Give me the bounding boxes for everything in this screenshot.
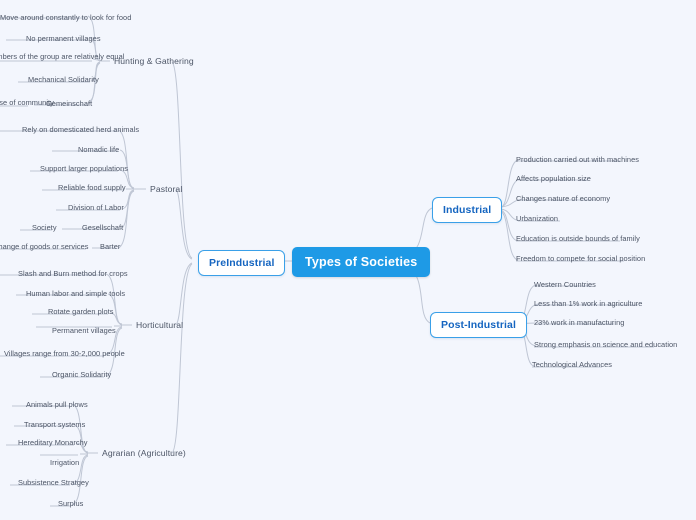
leaf-item[interactable]: Barter: [100, 242, 121, 251]
branch-node-preindustrial[interactable]: PreIndustrial: [198, 250, 286, 276]
leaf-item[interactable]: Move around constantly to look for food: [0, 13, 132, 22]
leaf-item[interactable]: Surplus: [58, 499, 84, 508]
leaf-item[interactable]: Education is outside bounds of family: [516, 234, 640, 243]
leaf-item[interactable]: Organic Solidarity: [52, 370, 112, 379]
leaf-item[interactable]: Support larger populations: [40, 164, 128, 173]
leaf-item[interactable]: Slash and Burn method for crops: [18, 269, 128, 278]
leaf-item[interactable]: Technological Advances: [532, 360, 612, 369]
subbranch-hunting-gathering[interactable]: Hunting & Gathering: [114, 56, 194, 66]
branch-node-post-industrial[interactable]: Post-Industrial: [430, 312, 528, 338]
leaf-item[interactable]: Changes nature of economy: [516, 194, 611, 203]
leaf-item[interactable]: Reliable food supply: [58, 183, 126, 192]
leaf-item[interactable]: Society: [32, 223, 57, 232]
branch-node-industrial[interactable]: Industrial: [432, 197, 503, 223]
leaf-item[interactable]: Hereditary Monarchy: [18, 438, 88, 447]
subbranch-pastoral[interactable]: Pastoral: [150, 184, 183, 194]
leaf-item[interactable]: Members of the group are relatively equa…: [0, 52, 125, 61]
leaf-item[interactable]: Subsistence Stratgey: [18, 478, 89, 487]
leaf-item[interactable]: Rely on domesticated herd animals: [22, 125, 140, 134]
leaf-item[interactable]: Production carried out with machines: [516, 155, 639, 164]
leaf-item[interactable]: Rotate garden plots: [48, 307, 114, 316]
leaf-item[interactable]: Villages range from 30-2,000 people: [4, 349, 125, 358]
leaf-item[interactable]: Sense of community: [0, 98, 54, 107]
root-node[interactable]: Types of Societies: [292, 247, 431, 277]
leaf-item[interactable]: Western Countries: [534, 280, 596, 289]
leaf-item[interactable]: Gesellschaft: [82, 223, 124, 232]
leaf-item[interactable]: Exchange of goods or services: [0, 242, 89, 251]
leaf-item[interactable]: Freedom to compete for social position: [516, 254, 646, 263]
leaf-item[interactable]: Transport systems: [24, 420, 86, 429]
leaf-item[interactable]: Nomadic life: [78, 145, 120, 154]
leaf-item[interactable]: 23% work in manufacturing: [534, 318, 625, 327]
leaf-item[interactable]: Animals pull plows: [26, 400, 88, 409]
leaf-item[interactable]: Strong emphasis on science and education: [534, 340, 678, 349]
subbranch-horticultural[interactable]: Horticultural: [136, 320, 184, 330]
leaf-item[interactable]: Gemeinschaft: [46, 99, 93, 108]
subbranch-agrarian[interactable]: Agrarian (Agriculture): [102, 448, 186, 458]
leaf-item[interactable]: Division of Labor: [68, 203, 124, 212]
leaf-item[interactable]: Permanent villages: [52, 326, 116, 335]
leaf-item[interactable]: No permanent villages: [26, 34, 101, 43]
leaf-item[interactable]: Urbanization: [516, 214, 559, 223]
leaf-item[interactable]: Affects population size: [516, 174, 591, 183]
leaf-item[interactable]: Less than 1% work in agriculture: [534, 299, 643, 308]
leaf-item[interactable]: Human labor and simple tools: [26, 289, 126, 298]
leaf-item[interactable]: Mechanical Solidarity: [28, 75, 99, 84]
leaf-item[interactable]: Irrigation: [50, 458, 80, 467]
